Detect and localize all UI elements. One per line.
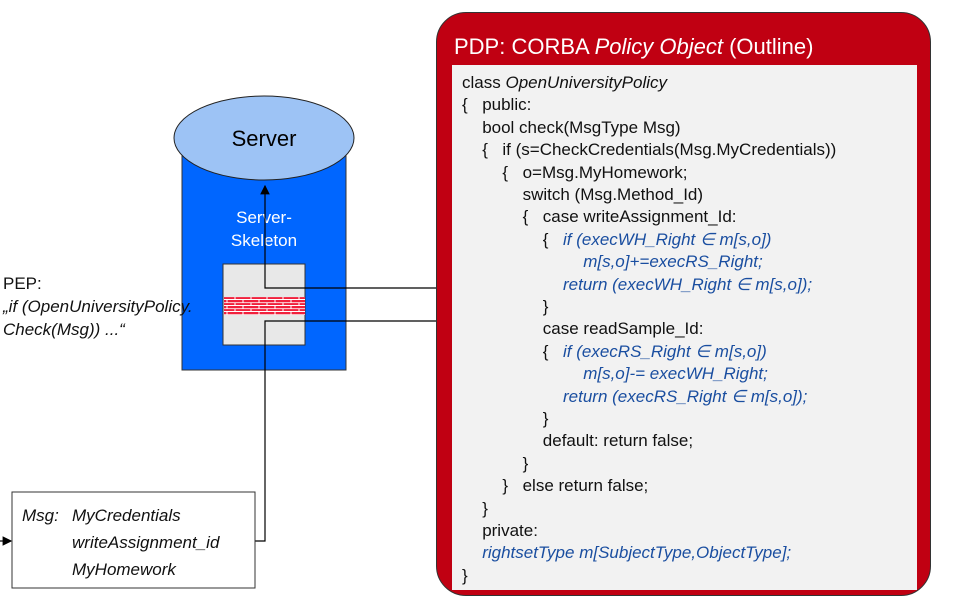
code-line: if (s=CheckCredentials(Msg.MyCredentials…	[502, 140, 836, 160]
code-line: rightsetType m[SubjectType,ObjectType];	[482, 543, 791, 563]
code-line: return (execRS_Right ∈ m[s,o]);	[563, 387, 807, 407]
code-text: case readSample_Id:	[542, 319, 704, 339]
code-brace: {	[522, 207, 529, 227]
code-brace: }	[482, 498, 488, 518]
code-line: m[s,o]-= execWH_Right;	[583, 364, 768, 384]
server-cylinder: Server Server- Skeleton	[173, 95, 355, 371]
code-text: bool check(MsgType Msg)	[482, 117, 681, 137]
server-head	[173, 95, 355, 181]
code-line: private:	[482, 521, 538, 541]
code-text: return (execRS_Right ∈ m[s,o]);	[563, 386, 808, 406]
code-brace: {	[542, 229, 549, 249]
msg-box	[11, 491, 256, 589]
code-text: case writeAssignment_Id:	[542, 207, 737, 227]
msg-label: Msg:	[22, 506, 59, 525]
pep-title: PEP:	[3, 274, 42, 293]
code-line: bool check(MsgType Msg)	[482, 118, 680, 138]
code-line: m[s,o]+=execRS_Right;	[583, 252, 763, 272]
class-name: OpenUniversityPolicy	[505, 73, 668, 92]
code-text: class	[462, 73, 506, 92]
msg-field: MyHomework	[72, 560, 176, 579]
code-line: else return false;	[523, 476, 649, 496]
pep-label: PEP: „if (OpenUniversityPolicy. Check(Ms…	[3, 272, 193, 341]
firewall-icon	[224, 297, 305, 315]
code-text: default: return false;	[542, 431, 694, 451]
code-line: public:	[482, 95, 531, 115]
skeleton-label-1: Server-	[236, 208, 292, 227]
code-text: if (execWH_Right ∈ m[s,o])	[563, 229, 772, 249]
code-text: m[s,o]-= execWH_Right;	[583, 364, 768, 384]
code-line: if (execRS_Right ∈ m[s,o])	[563, 342, 767, 362]
code-brace: }	[462, 565, 468, 585]
code-brace: }	[542, 409, 549, 428]
code-line: return (execWH_Right ∈ m[s,o]);	[563, 275, 812, 295]
code-brace: {	[542, 341, 549, 361]
pdp-title: PDP: CORBA Policy Object (Outline)	[454, 34, 813, 60]
pep-line-2: Check(Msg)) ...“	[3, 320, 125, 339]
code-text: else return false;	[522, 476, 649, 496]
pdp-title-suffix: (Outline)	[722, 34, 814, 59]
code-text: m[s,o]+=execRS_Right;	[583, 252, 763, 272]
code-panel	[452, 65, 917, 590]
code-text: switch (Msg.Method_Id)	[522, 185, 704, 204]
code-line: case writeAssignment_Id:	[543, 207, 737, 227]
code-brace: {	[462, 95, 468, 115]
msg-field: MyCredentials	[72, 506, 181, 525]
pdp-title-italic: Policy Object	[594, 34, 723, 59]
code-brace: {	[502, 162, 509, 182]
code-brace: }	[522, 453, 529, 473]
code-text: public:	[482, 95, 532, 115]
code-line: o=Msg.MyHomework;	[523, 163, 688, 183]
code-line: if (execWH_Right ∈ m[s,o])	[563, 230, 771, 250]
code-brace: }	[502, 476, 509, 496]
code-line: switch (Msg.Method_Id)	[523, 185, 703, 205]
code-text: if (execRS_Right ∈ m[s,o])	[563, 341, 767, 361]
code-brace: {	[482, 140, 488, 160]
code-text: if (s=CheckCredentials(Msg.MyCredentials…	[502, 140, 837, 160]
code-line: case readSample_Id:	[543, 319, 704, 339]
code-text: rightsetType m[SubjectType,ObjectType];	[482, 543, 792, 563]
code-line: default: return false;	[543, 431, 693, 451]
skeleton-label-2: Skeleton	[231, 231, 297, 250]
code-line: class OpenUniversityPolicy	[462, 73, 667, 93]
server-label: Server	[232, 126, 297, 151]
pdp-title-prefix: PDP: CORBA	[454, 34, 595, 59]
pep-line-1: „if (OpenUniversityPolicy.	[3, 297, 193, 316]
code-brace: }	[542, 297, 549, 316]
code-text: return (execWH_Right ∈ m[s,o]);	[563, 274, 813, 294]
code-text: o=Msg.MyHomework;	[522, 162, 688, 182]
msg-field: writeAssignment_id	[72, 533, 220, 552]
code-text: private:	[482, 521, 538, 540]
